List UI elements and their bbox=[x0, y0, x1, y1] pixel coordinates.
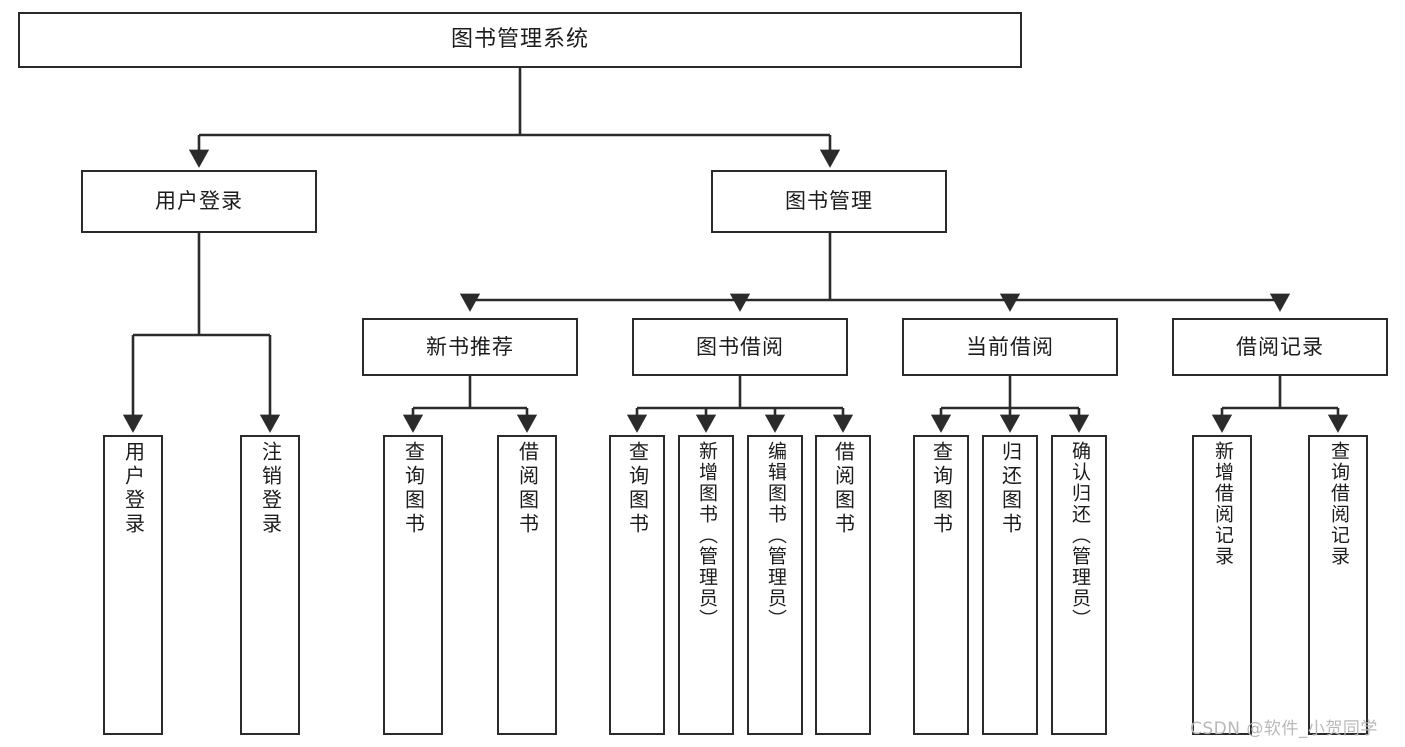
node-label: 查询借阅记录 bbox=[1327, 441, 1350, 567]
leaf-current-return-book[interactable]: 归还图书 bbox=[982, 435, 1038, 735]
node-user-login[interactable]: 用户登录 bbox=[81, 170, 317, 233]
node-label: 新增图书（管理员） bbox=[695, 441, 718, 630]
node-current-borrow[interactable]: 当前借阅 bbox=[902, 318, 1118, 376]
leaf-current-confirm-return-admin[interactable]: 确认归还（管理员） bbox=[1051, 435, 1107, 735]
node-label: 当前借阅 bbox=[966, 334, 1054, 359]
node-label: 查询图书 bbox=[929, 441, 954, 537]
leaf-borrow-query-book[interactable]: 查询图书 bbox=[609, 435, 665, 735]
node-label: 查询图书 bbox=[625, 441, 650, 537]
node-label: 编辑图书（管理员） bbox=[764, 441, 787, 630]
csdn-watermark: CSDN @软件_小贺同学 bbox=[1190, 719, 1378, 739]
leaf-record-add-record[interactable]: 新增借阅记录 bbox=[1192, 435, 1252, 735]
node-label: 新书推荐 bbox=[426, 334, 514, 359]
node-label: 新增借阅记录 bbox=[1211, 441, 1234, 567]
node-label: 用户登录 bbox=[121, 441, 146, 537]
leaf-borrow-add-book-admin[interactable]: 新增图书（管理员） bbox=[678, 435, 734, 735]
leaf-user-login-login[interactable]: 用户登录 bbox=[103, 435, 163, 735]
node-new-book-recommend[interactable]: 新书推荐 bbox=[362, 318, 578, 376]
node-label: 归还图书 bbox=[998, 441, 1023, 537]
leaf-recommend-query-book[interactable]: 查询图书 bbox=[383, 435, 443, 735]
node-label: 借阅记录 bbox=[1236, 334, 1324, 359]
node-book-management[interactable]: 图书管理 bbox=[711, 170, 947, 233]
node-borrow-record[interactable]: 借阅记录 bbox=[1172, 318, 1388, 376]
node-label: 图书管理系统 bbox=[450, 27, 589, 53]
node-book-borrow[interactable]: 图书借阅 bbox=[632, 318, 848, 376]
leaf-borrow-edit-book-admin[interactable]: 编辑图书（管理员） bbox=[747, 435, 803, 735]
leaf-current-query-book[interactable]: 查询图书 bbox=[913, 435, 969, 735]
node-label: 借阅图书 bbox=[515, 441, 540, 537]
leaf-recommend-borrow-book[interactable]: 借阅图书 bbox=[497, 435, 557, 735]
node-label: 查询图书 bbox=[401, 441, 426, 537]
node-label: 用户登录 bbox=[155, 189, 243, 214]
node-label: 确认归还（管理员） bbox=[1068, 441, 1091, 630]
node-label: 注销登录 bbox=[258, 441, 283, 537]
node-label: 图书管理 bbox=[785, 189, 873, 214]
node-label: 借阅图书 bbox=[831, 441, 856, 537]
leaf-borrow-borrow-book[interactable]: 借阅图书 bbox=[815, 435, 871, 735]
leaf-record-query-record[interactable]: 查询借阅记录 bbox=[1308, 435, 1368, 735]
node-root-system[interactable]: 图书管理系统 bbox=[18, 12, 1022, 68]
node-label: 图书借阅 bbox=[696, 334, 784, 359]
leaf-user-login-logout[interactable]: 注销登录 bbox=[240, 435, 300, 735]
